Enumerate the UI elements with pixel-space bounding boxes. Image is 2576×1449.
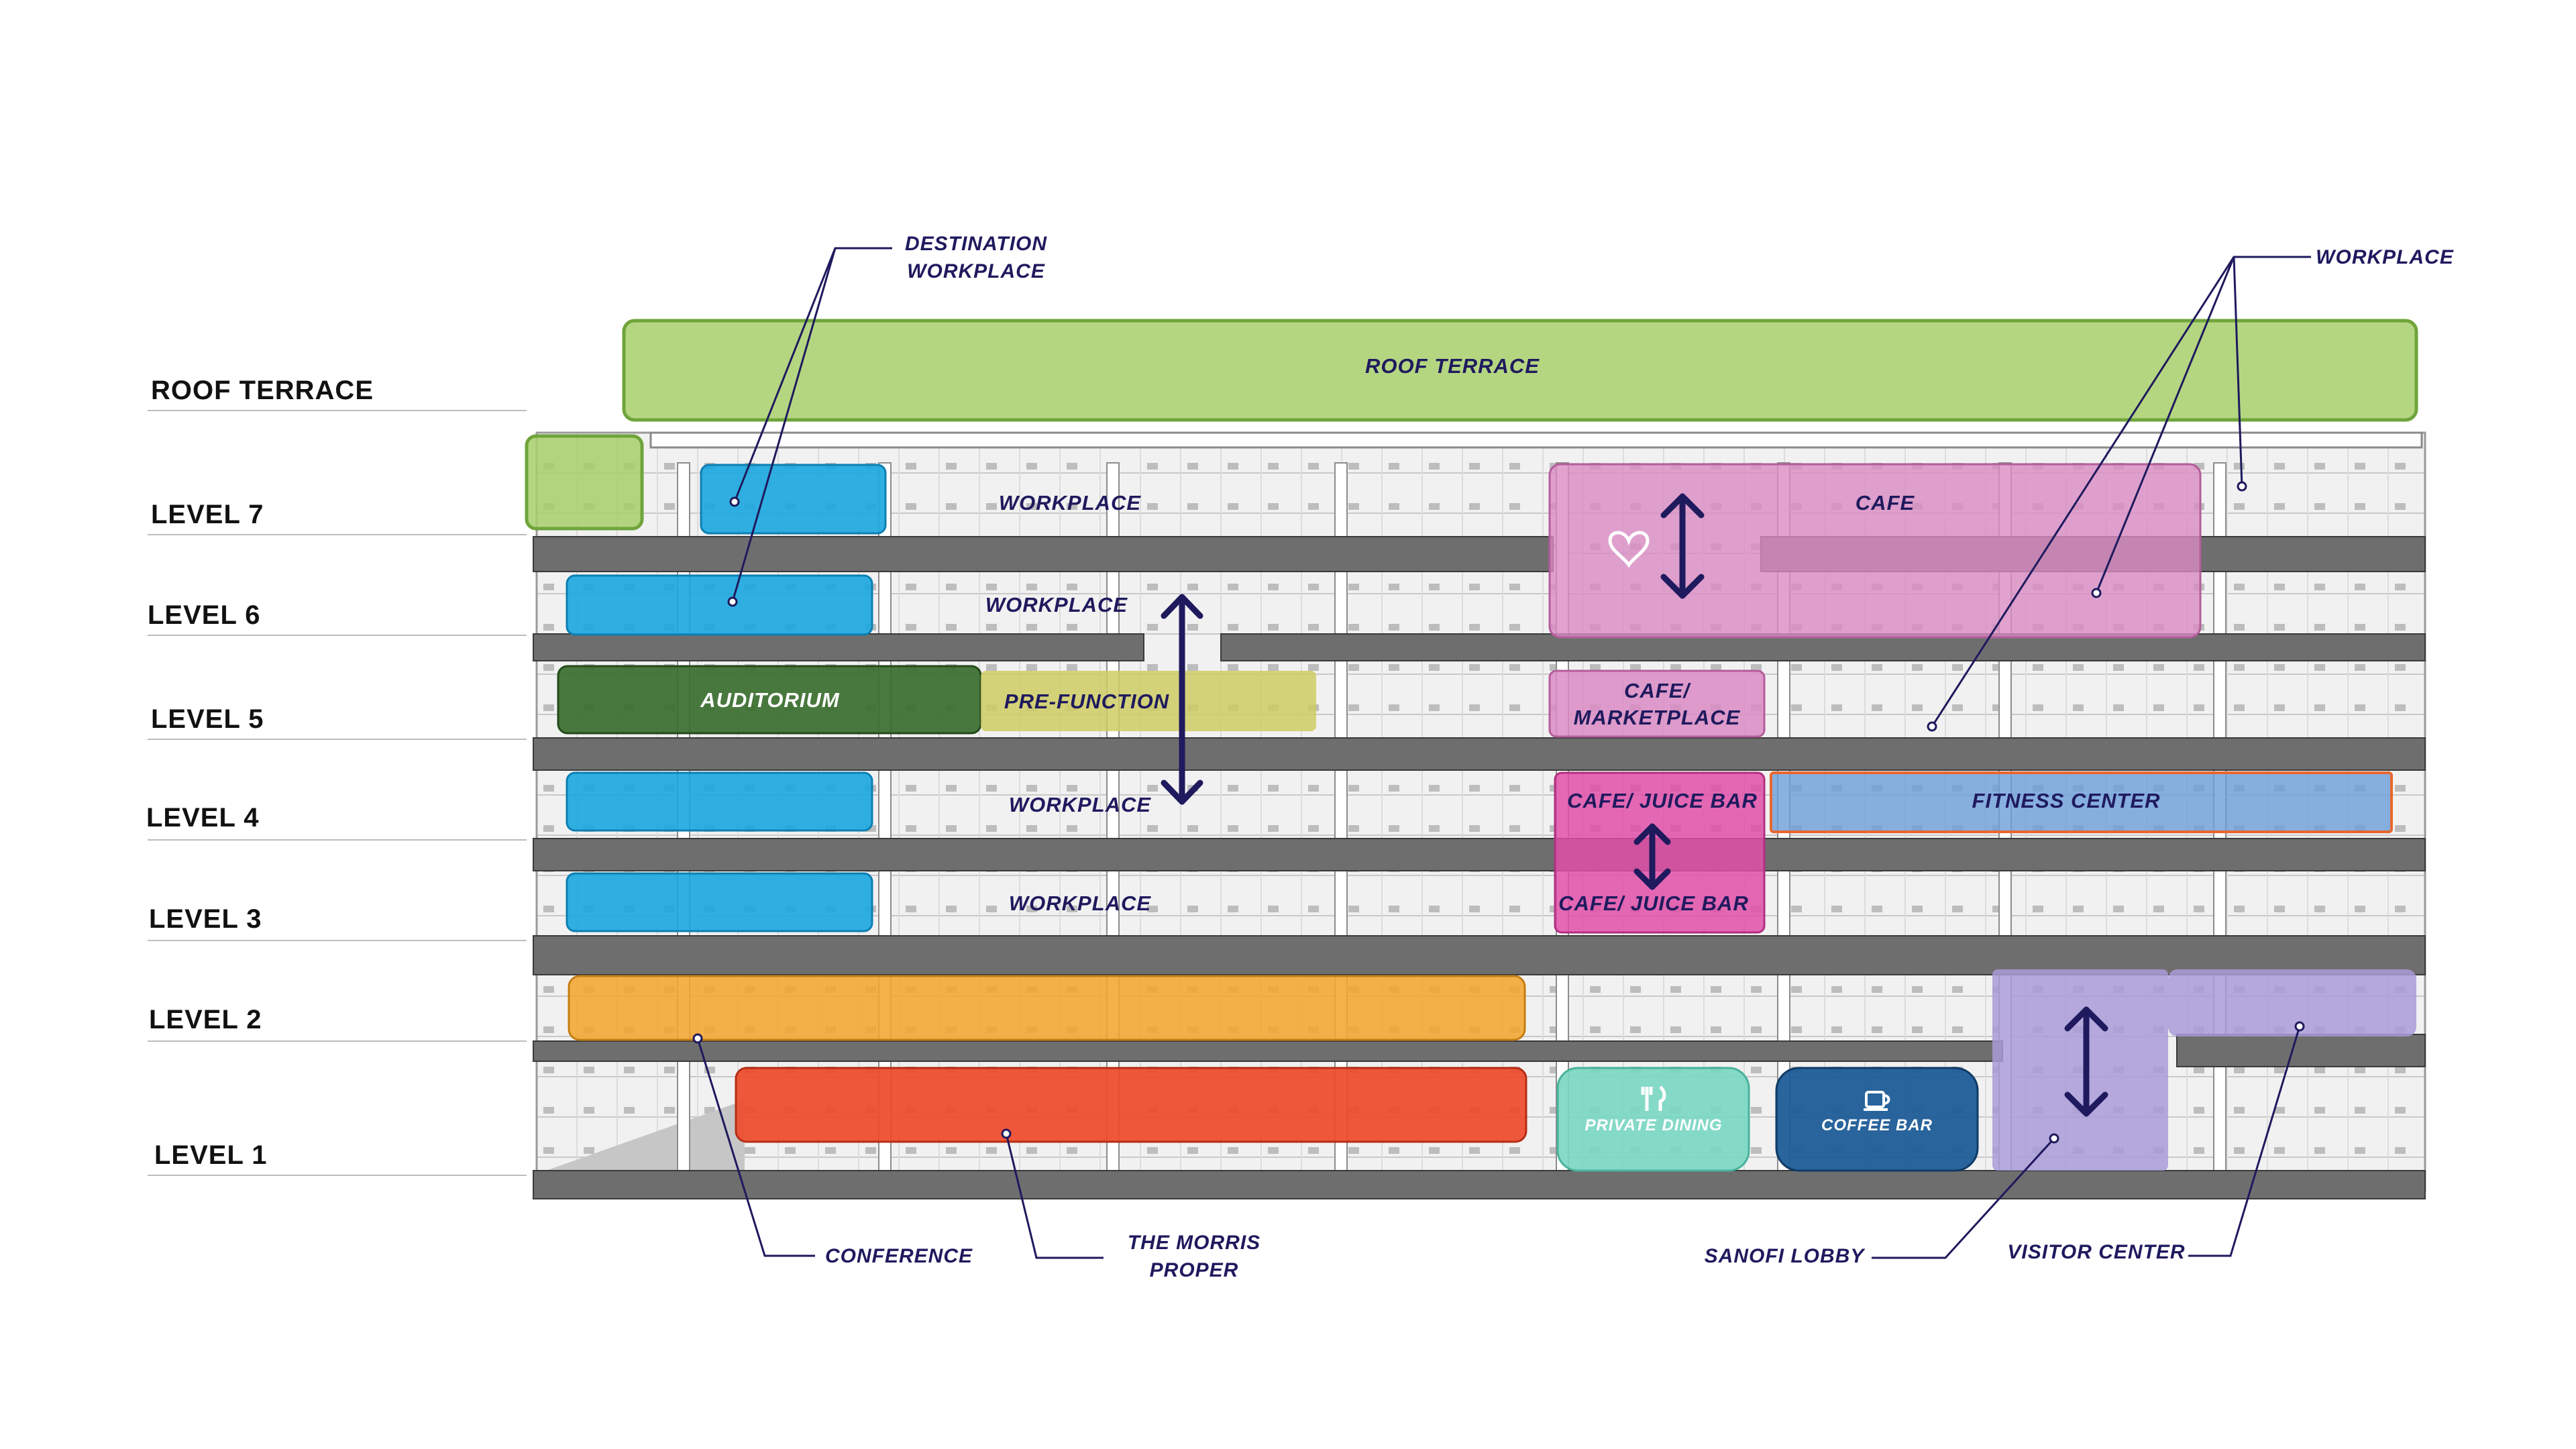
callout-workplace: WORKPLACE [2316, 246, 2454, 268]
callout-dots [692, 481, 2305, 1144]
callout-labels: DESTINATION WORKPLACE WORKPLACE CONFEREN… [825, 233, 2454, 1281]
vertical-arrow-lobby [2064, 1006, 2108, 1117]
zone-destination-workplace-l7 [700, 464, 887, 535]
cafe-marketplace-label-line1: CAFE/ [1624, 679, 1691, 702]
zone-visitor-center [2168, 969, 2416, 1036]
zone-private-dining [1556, 1067, 1750, 1172]
fork-knife-icon [1641, 1085, 1666, 1111]
zone-sanofi-lobby [1992, 969, 2168, 1171]
callout-morris-proper-line2: PROPER [1150, 1259, 1239, 1281]
callout-visitor-center: VISITOR CENTER [2007, 1241, 2185, 1263]
roof-terrace-label: ROOF TERRACE [1365, 354, 1540, 378]
callout-destination-workplace-line1: DESTINATION [905, 233, 1047, 255]
vertical-arrow-juice-bar [1633, 823, 1671, 890]
workplace-l4-label: WORKPLACE [1009, 793, 1152, 816]
vertical-arrow-cafe [1660, 493, 1705, 599]
zone-pre-function [981, 671, 1316, 731]
vertical-arrow-stair-1 [1161, 594, 1203, 805]
level-labels: ROOF TERRACE LEVEL 7 LEVEL 6 LEVEL 5 LEV… [146, 376, 374, 1170]
cafe-marketplace-label-line2: MARKETPLACE [1574, 706, 1741, 729]
zone-cafe-juice-bar [1554, 771, 1766, 934]
workplace-l3-label: WORKPLACE [1009, 892, 1152, 915]
program-zones [557, 463, 2416, 1172]
zone-labels: WORKPLACE CAFE WORKPLACE AUDITORIUM PRE-… [700, 491, 2161, 1134]
auditorium-label: AUDITORIUM [700, 688, 840, 712]
coffee-bar-label: COFFEE BAR [1821, 1116, 1933, 1134]
fitness-center-label: FITNESS CENTER [1972, 789, 2161, 812]
coffee-cup-icon [1864, 1091, 1890, 1111]
callout-leaders [696, 247, 2311, 1259]
level-label-2: LEVEL 2 [149, 1005, 262, 1034]
zone-conference [568, 975, 1526, 1041]
level-label-1: LEVEL 1 [154, 1140, 268, 1170]
zone-cafe-marketplace [1548, 669, 1766, 738]
level-label-6: LEVEL 6 [148, 600, 261, 630]
cafe-juice-bar-l3-label: CAFE/ JUICE BAR [1558, 892, 1749, 915]
zone-fitness-center [1770, 771, 2393, 833]
zone-destination-workplace-l6 [566, 574, 873, 636]
level-label-5: LEVEL 5 [151, 704, 264, 734]
workplace-l6-label: WORKPLACE [985, 593, 1128, 616]
level-guide-lines [148, 410, 527, 1176]
cafe-juice-bar-l4-label: CAFE/ JUICE BAR [1567, 789, 1758, 812]
workplace-l7-label: WORKPLACE [999, 491, 1142, 515]
double-arrow-icon [1161, 493, 2108, 1117]
callout-sanofi-lobby: SANOFI LOBBY [1705, 1245, 1866, 1267]
roof-terrace-zone: ROOF TERRACE [525, 319, 2418, 531]
zone-destination-workplace-l4 [566, 771, 873, 832]
pre-function-label: PRE-FUNCTION [1004, 690, 1169, 713]
private-dining-label: PRIVATE DINING [1585, 1116, 1722, 1134]
zone-morris-proper [735, 1067, 1527, 1143]
level-label-4: LEVEL 4 [146, 803, 260, 833]
level-label-3: LEVEL 3 [149, 904, 262, 934]
zone-destination-workplace-l3 [566, 872, 873, 932]
heart-icon [1608, 531, 1650, 568]
cafe-l7-label: CAFE [1856, 491, 1915, 515]
callout-destination-workplace-line2: WORKPLACE [907, 260, 1045, 282]
level-label-roof-terrace: ROOF TERRACE [151, 376, 374, 405]
level-label-7: LEVEL 7 [151, 500, 264, 529]
callout-conference: CONFERENCE [825, 1245, 973, 1267]
zone-coffee-bar [1775, 1067, 1979, 1172]
callout-morris-proper-line1: THE MORRIS [1128, 1232, 1260, 1254]
zone-cafe-l7 [1548, 463, 2202, 639]
